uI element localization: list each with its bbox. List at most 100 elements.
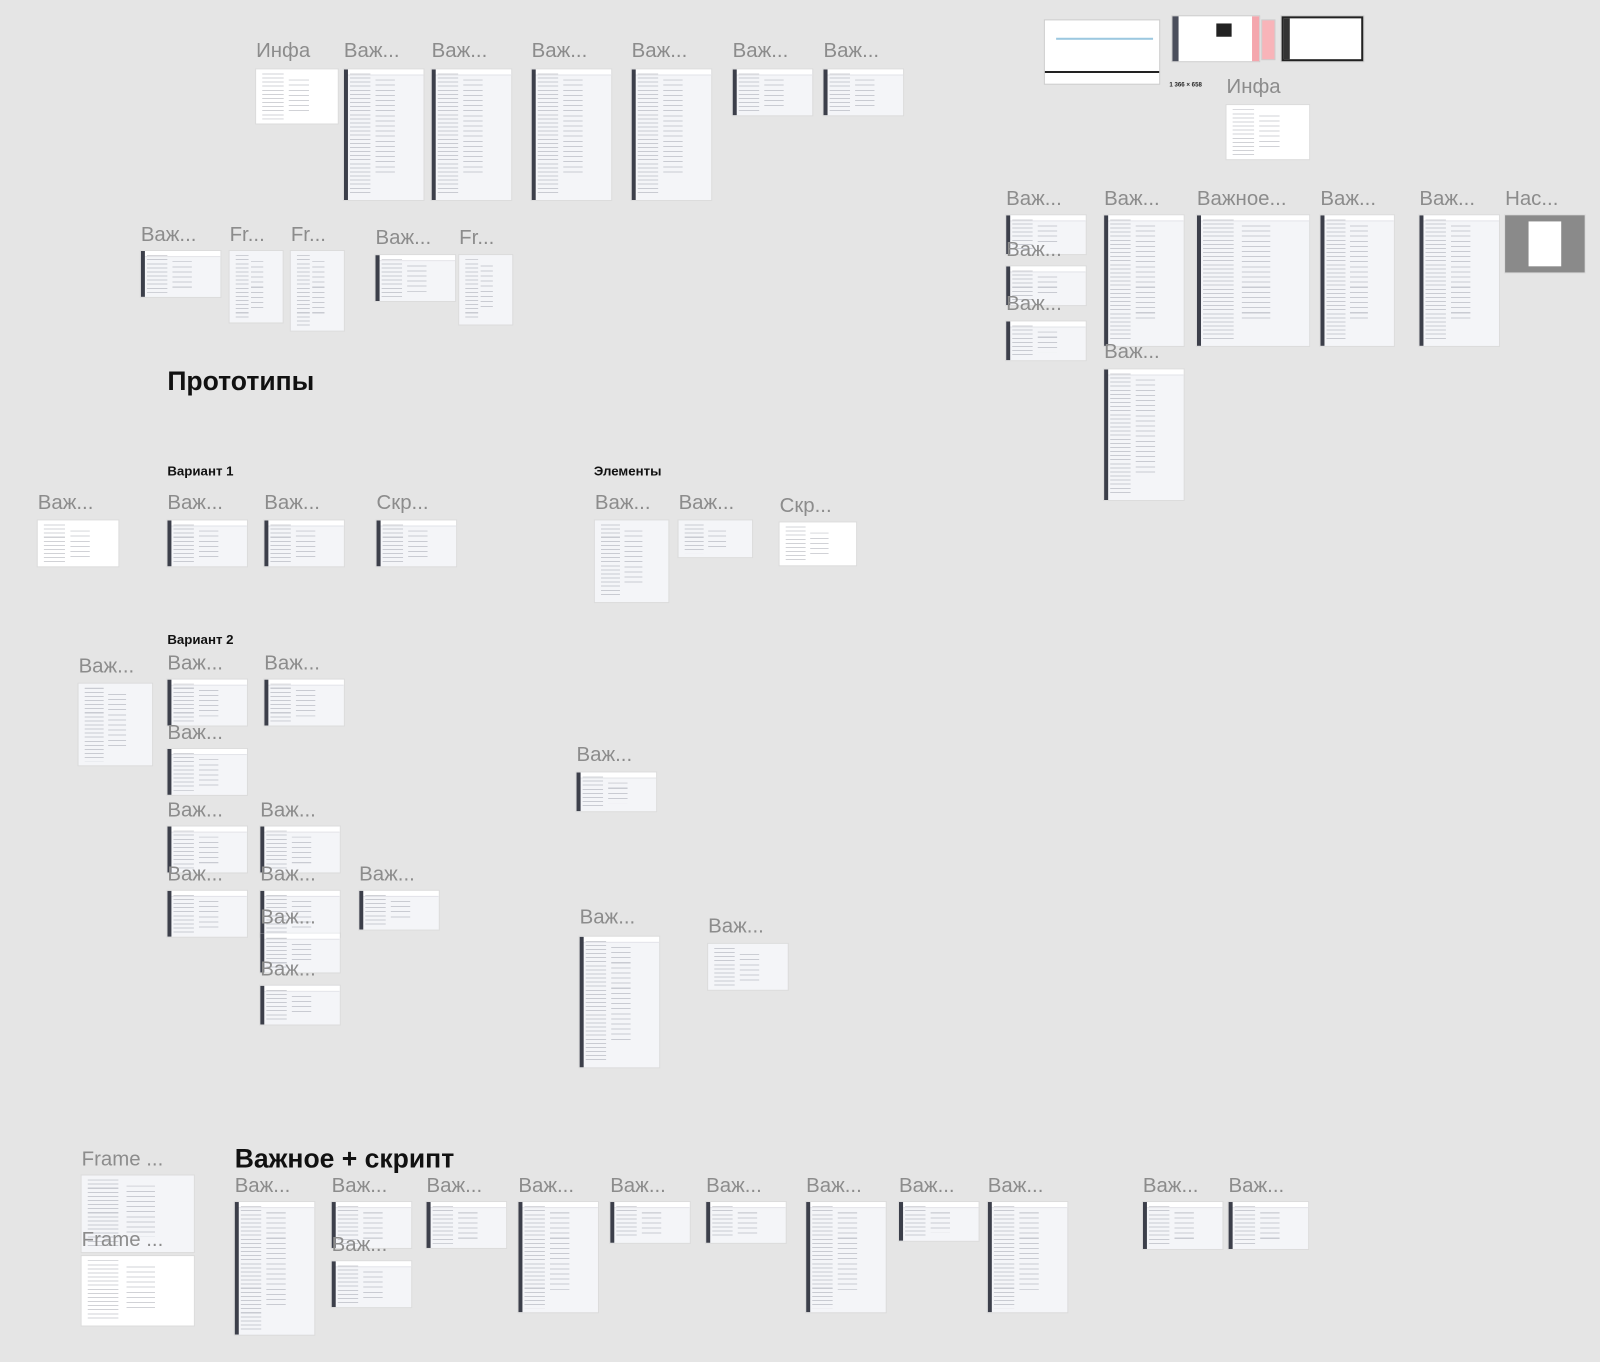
frame-label[interactable]: Важ...	[37, 491, 94, 515]
frame-thumbnail[interactable]	[610, 1202, 690, 1243]
frame-thumbnail[interactable]	[1006, 215, 1086, 255]
frame-thumbnail[interactable]	[376, 520, 457, 567]
frame-label[interactable]: Важное...	[1196, 187, 1287, 211]
frame-label[interactable]: Нас...	[1505, 187, 1559, 211]
frame-label[interactable]: Важ...	[518, 1174, 574, 1197]
frame-thumbnail[interactable]	[264, 679, 344, 726]
frame-label[interactable]: Важ...	[1006, 292, 1062, 316]
frame-label[interactable]: Важ...	[706, 1174, 762, 1197]
frame-thumbnail[interactable]	[167, 826, 247, 873]
frame-thumbnail[interactable]	[1006, 321, 1086, 361]
frame-thumbnail[interactable]	[229, 251, 283, 323]
frame-label[interactable]: Скр...	[376, 491, 429, 515]
frame-thumbnail[interactable]	[264, 520, 344, 567]
frame-thumbnail[interactable]	[576, 772, 657, 812]
frame-thumbnail[interactable]	[1104, 369, 1184, 500]
frame-thumbnail[interactable]	[331, 1202, 412, 1248]
frame-label[interactable]: Fr...	[459, 226, 495, 249]
frame-thumbnail[interactable]	[1196, 215, 1310, 346]
frame-thumbnail[interactable]	[631, 69, 712, 200]
frame-label[interactable]: Важ...	[1006, 187, 1062, 211]
frame-label[interactable]: Важ...	[167, 721, 223, 744]
frame-label[interactable]: Важ...	[631, 39, 688, 63]
frame-label[interactable]: Важ...	[167, 863, 223, 886]
frame-thumbnail[interactable]	[167, 679, 247, 726]
frame-label[interactable]: Важ...	[708, 915, 764, 938]
frame-label[interactable]: Важ...	[610, 1174, 666, 1197]
frame-label[interactable]: Важ...	[579, 906, 636, 929]
frame-label[interactable]: Важ...	[1104, 340, 1160, 364]
frame-label[interactable]: Важ...	[140, 223, 197, 246]
frame-label[interactable]: Важ...	[806, 1174, 862, 1197]
frame-thumbnail[interactable]	[518, 1202, 598, 1313]
frame-thumbnail[interactable]	[732, 69, 813, 116]
frame-label[interactable]: Важ...	[576, 743, 633, 767]
frame-thumbnail[interactable]	[167, 890, 247, 937]
frame-thumbnail[interactable]	[260, 890, 340, 937]
frame-label[interactable]: Важ...	[167, 491, 223, 515]
frame-thumbnail[interactable]	[678, 520, 753, 558]
frame-thumbnail[interactable]	[343, 69, 424, 200]
frame-thumbnail[interactable]	[260, 933, 340, 973]
frame-thumbnail[interactable]	[459, 255, 513, 325]
frame-label[interactable]: Важ...	[431, 39, 488, 63]
frame-thumbnail[interactable]	[594, 520, 669, 603]
frame-label[interactable]: Важ...	[1228, 1174, 1285, 1197]
frame-label[interactable]: Важ...	[678, 491, 735, 515]
frame-thumbnail[interactable]	[1226, 105, 1310, 160]
frame-thumbnail[interactable]	[806, 1202, 886, 1313]
frame-label[interactable]: Важ...	[264, 491, 320, 515]
frame-thumbnail[interactable]	[256, 69, 338, 124]
frame-thumbnail[interactable]	[1320, 215, 1394, 346]
frame-label[interactable]: Важ...	[823, 39, 880, 63]
frame-thumbnail[interactable]	[706, 1202, 786, 1243]
frame-thumbnail[interactable]	[359, 890, 439, 930]
frame-label[interactable]: Скр...	[779, 494, 832, 518]
frame-thumbnail[interactable]	[1419, 215, 1499, 346]
frame-thumbnail[interactable]	[431, 69, 512, 200]
frame-label[interactable]: Frame ...	[81, 1228, 164, 1252]
frame-thumbnail[interactable]	[81, 1175, 194, 1253]
frame-label[interactable]: Важ...	[898, 1174, 955, 1197]
frame-thumbnail[interactable]	[987, 1202, 1068, 1313]
frame-thumbnail[interactable]	[823, 69, 904, 116]
frame-label[interactable]: Важ...	[260, 863, 316, 886]
frame-label[interactable]: Fr...	[290, 223, 326, 246]
frame-thumbnail[interactable]	[1006, 266, 1086, 306]
frame-thumbnail[interactable]	[260, 826, 340, 873]
frame-thumbnail[interactable]	[1142, 1202, 1223, 1249]
frame-thumbnail[interactable]	[140, 251, 221, 297]
frame-label[interactable]: Frame ...	[81, 1147, 164, 1171]
frame-label[interactable]: Важ...	[167, 652, 223, 675]
screenshot-browser[interactable]	[1172, 16, 1260, 62]
frame-label[interactable]: Важ...	[426, 1174, 483, 1197]
frame-label[interactable]: Важ...	[78, 655, 135, 678]
frame-label[interactable]: Важ...	[234, 1174, 291, 1197]
frame-thumbnail[interactable]	[779, 522, 857, 566]
frame-thumbnail[interactable]	[78, 683, 153, 766]
screenshot-dark-window[interactable]	[1281, 16, 1364, 62]
frame-label[interactable]: Важ...	[1006, 238, 1062, 262]
frame-thumbnail[interactable]	[708, 943, 788, 990]
frame-label[interactable]: Важ...	[1104, 187, 1160, 211]
frame-label[interactable]: Важ...	[359, 863, 415, 886]
frame-thumbnail[interactable]	[290, 251, 344, 331]
frame-label[interactable]: Важ...	[331, 1174, 388, 1197]
frame-thumbnail[interactable]	[167, 748, 247, 795]
frame-label[interactable]: Fr...	[229, 223, 265, 246]
frame-thumbnail[interactable]	[81, 1256, 194, 1326]
frame-thumbnail[interactable]	[1228, 1202, 1309, 1249]
frame-thumbnail[interactable]	[375, 255, 456, 302]
frame-thumbnail[interactable]	[898, 1202, 979, 1241]
frame-label[interactable]: Важ...	[260, 906, 316, 929]
frame-label[interactable]: Инфа	[1226, 75, 1281, 98]
frame-thumbnail[interactable]	[1104, 215, 1184, 346]
frame-label[interactable]: Важ...	[260, 958, 316, 981]
frame-thumbnail[interactable]	[1505, 215, 1585, 273]
frame-label[interactable]: Важ...	[531, 39, 588, 63]
frame-thumbnail[interactable]	[331, 1261, 412, 1308]
frame-thumbnail[interactable]	[579, 936, 660, 1068]
frame-label[interactable]: Важ...	[1320, 187, 1377, 211]
frame-label[interactable]: Важ...	[1419, 187, 1476, 211]
